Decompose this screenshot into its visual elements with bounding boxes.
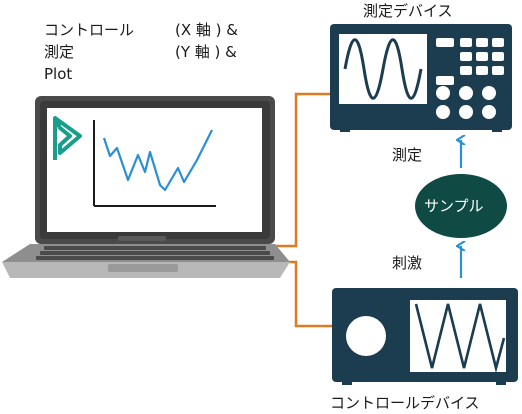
stimulus-arrow-label: 刺激 [392,254,423,272]
caption-line1-left: コントロール [44,21,135,39]
sample-node [415,174,507,238]
measurement-device [330,24,512,132]
sine-wave [343,38,423,100]
keyboard-icon [36,246,274,260]
caption-line2-right: (Y 軸 ) & [175,43,237,61]
control-device-label: コントロールデバイス [330,394,480,412]
app-logo-icon [53,116,82,160]
caption-line3: Plot [44,65,73,83]
control-knob [346,316,386,356]
generator-screen [410,300,506,372]
cable-to-measurement-device [262,92,332,248]
touchpad-icon [108,264,178,272]
caption-line2-left: 測定 [44,43,75,61]
measure-arrow-label: 測定 [392,146,423,164]
plot-line [102,129,213,192]
sample-label: サンプル [424,197,484,215]
control-device [332,288,518,385]
scope-buttons [436,38,504,119]
measurement-device-label: 測定デバイス [363,2,453,20]
triangle-wave [414,303,506,374]
caption-line1-right: (X 軸 ) & [175,21,238,39]
plot-axes [93,120,216,207]
laptop [2,96,290,278]
